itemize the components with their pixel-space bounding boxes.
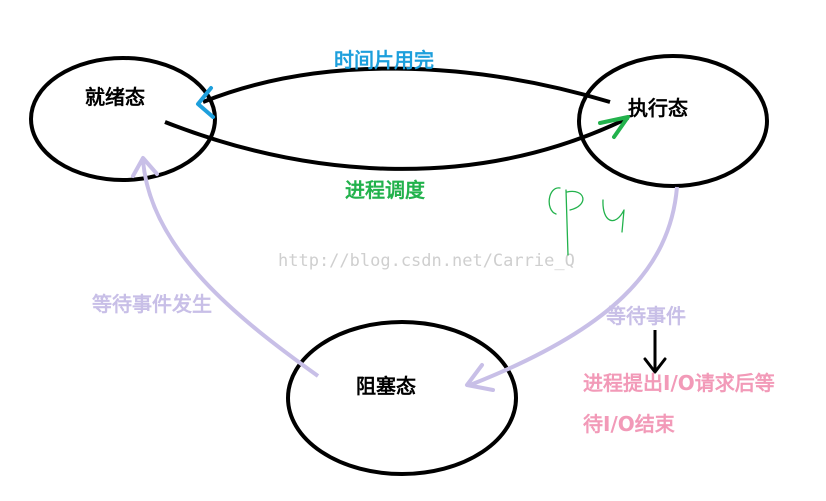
dispatch-arrowhead <box>598 115 630 139</box>
watermark-text: http://blog.csdn.net/Carrie_Q <box>278 251 575 271</box>
io-note-line1: 进程提出I/O请求后等 <box>583 371 775 395</box>
dispatch-label: 进程调度 <box>345 178 426 202</box>
blocked-state-label: 阻塞态 <box>356 374 416 398</box>
ready-state-node <box>29 56 217 182</box>
timeout-label: 时间片用完 <box>334 48 434 72</box>
running-state-node <box>577 54 769 188</box>
event-occurs-arrow-line <box>141 159 320 378</box>
dispatch-arrow-line <box>164 116 629 171</box>
wait-event-arrowhead <box>465 363 495 392</box>
timeout-arrow-line <box>202 66 611 104</box>
running-state-label: 执行态 <box>628 96 688 120</box>
cpu-handwriting <box>548 187 625 256</box>
ready-state-label: 就绪态 <box>85 85 145 109</box>
io-note-line2: 待I/O结束 <box>583 412 676 436</box>
event-occurs-arrowhead <box>131 156 159 178</box>
wait-event-label: 等待事件 <box>606 304 686 328</box>
timeout-arrowhead <box>196 86 215 119</box>
note-pointer-arrowhead <box>643 357 667 374</box>
event-occurs-label: 等待事件发生 <box>92 292 212 316</box>
cpu-handwriting-text: cpu <box>0 0 2 1</box>
wait-event-arrow-line <box>469 186 679 387</box>
blocked-state-node <box>286 320 518 476</box>
